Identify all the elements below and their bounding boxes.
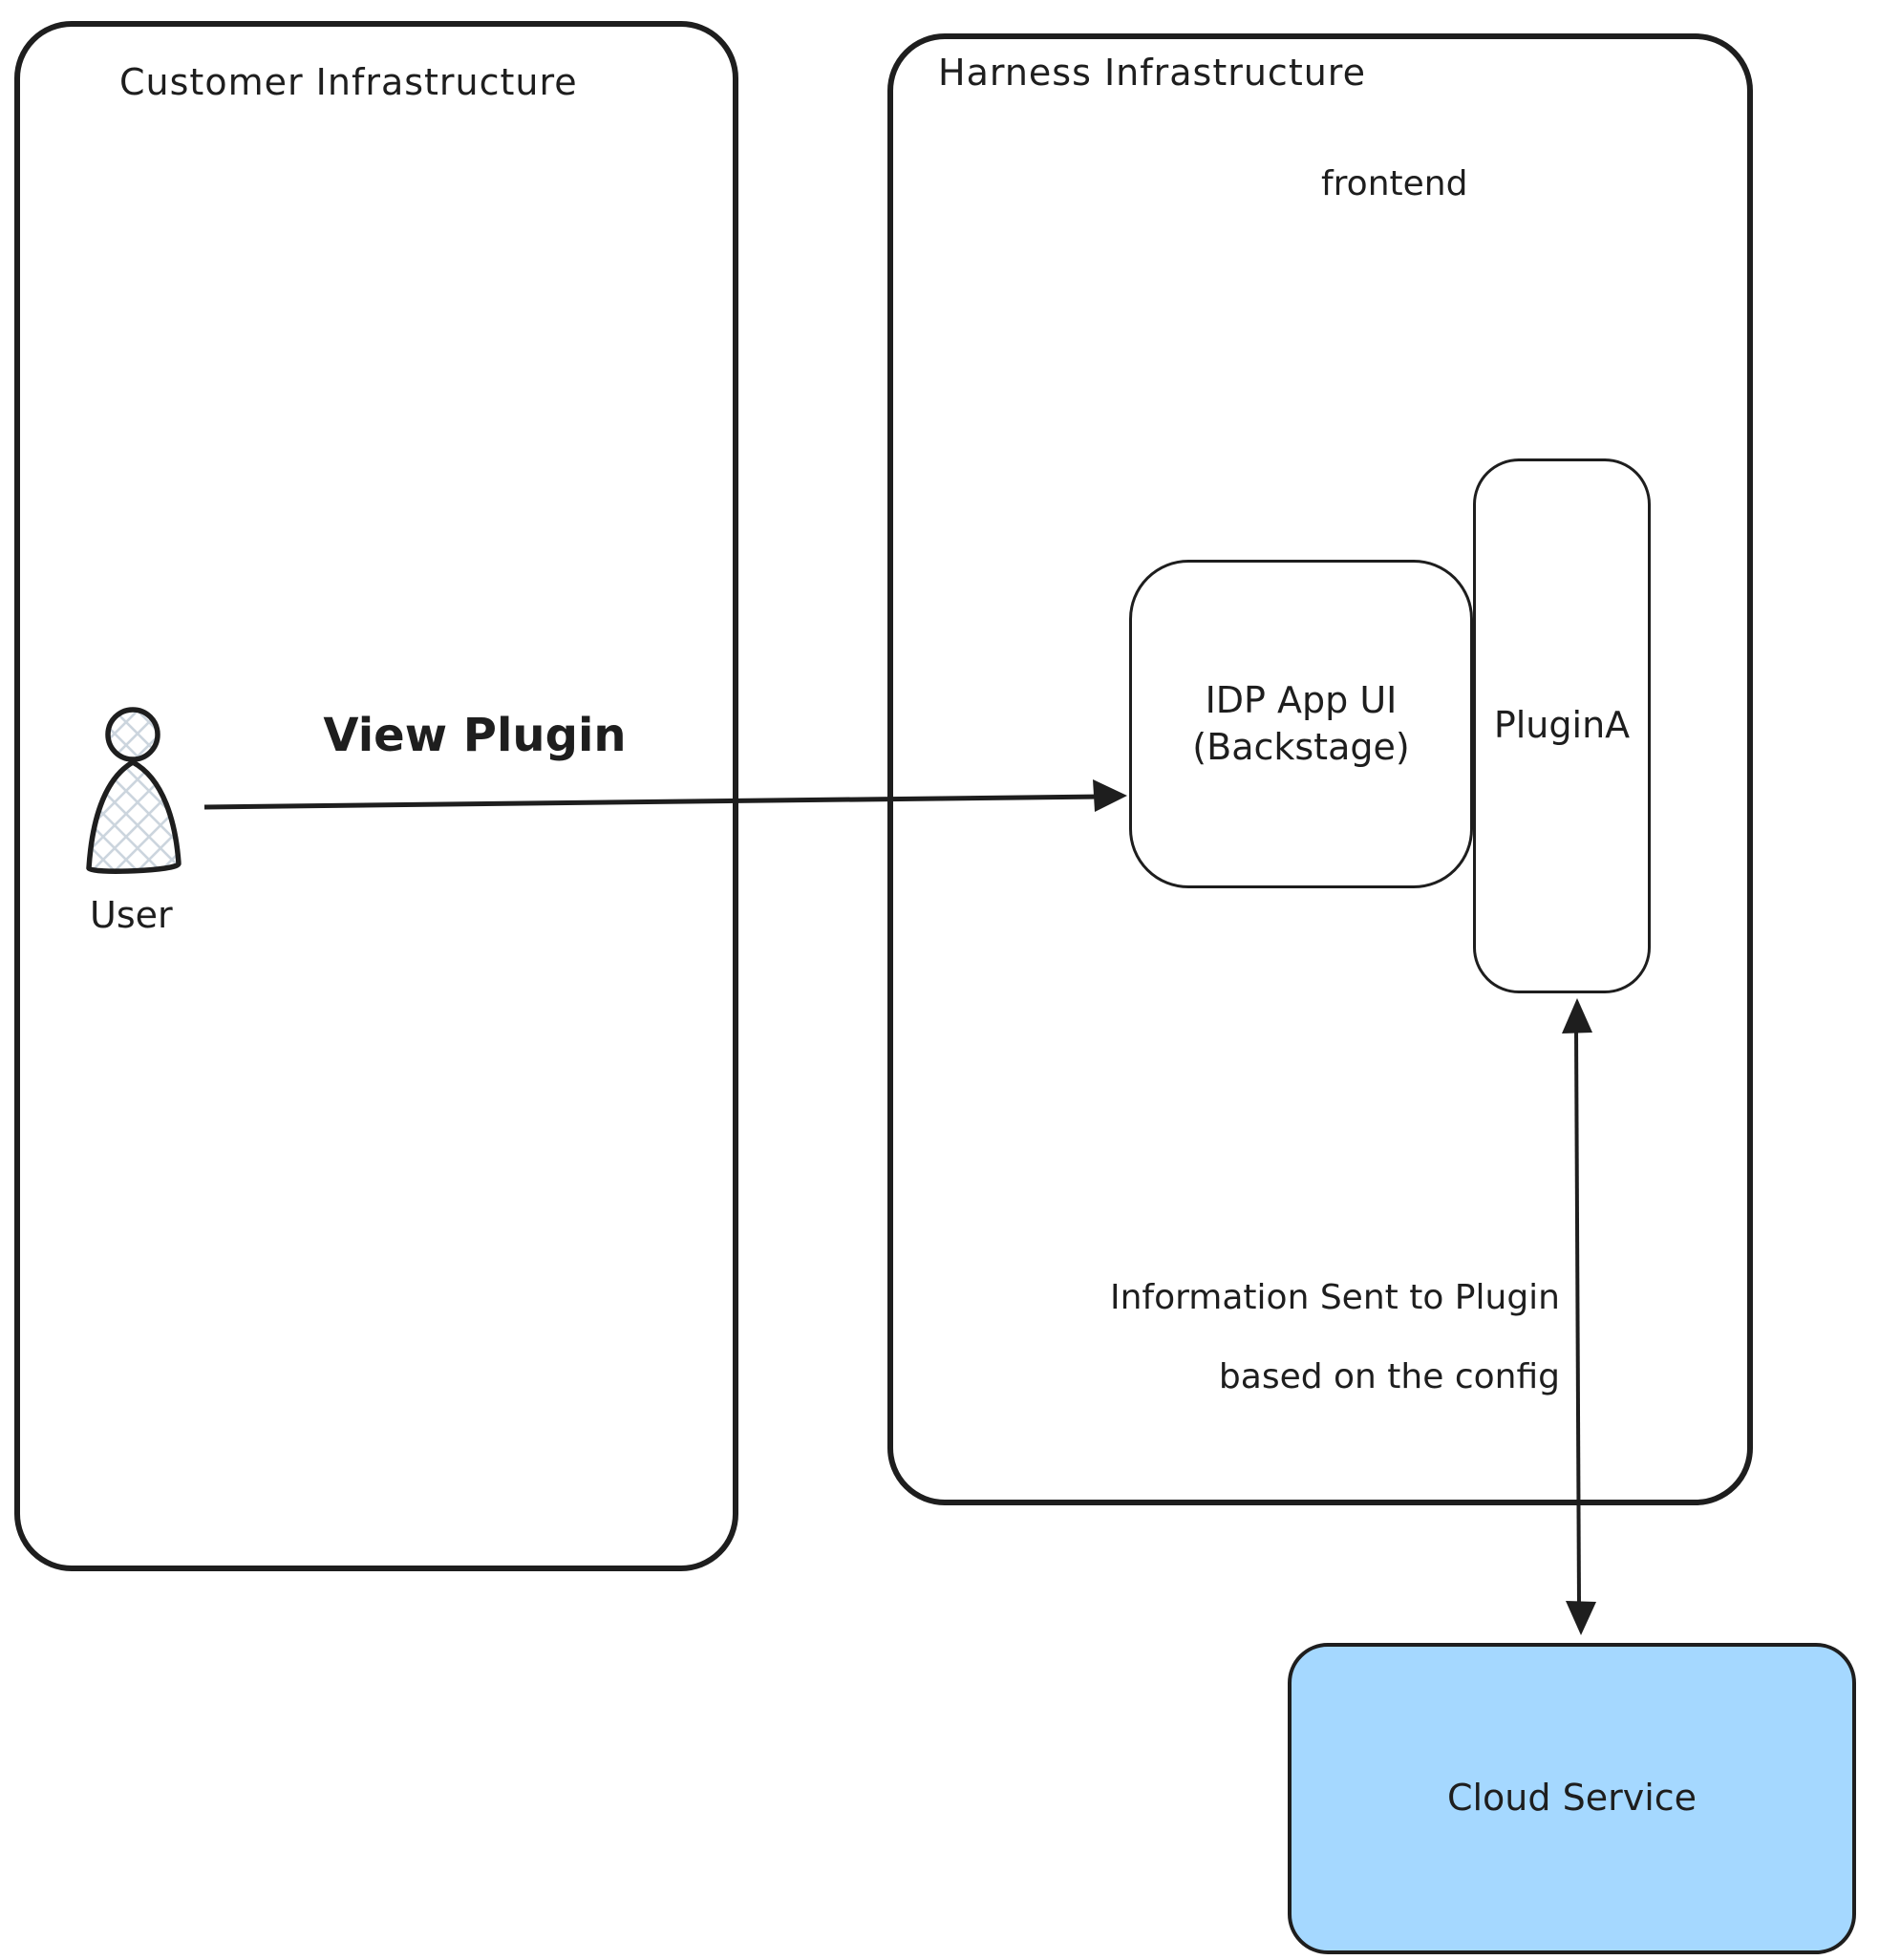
harness-infrastructure-box [887, 33, 1753, 1505]
cloud-service-label: Cloud Service [1446, 1777, 1698, 1820]
view-plugin-arrow-label: View Plugin [323, 709, 627, 762]
cloud-service-node: Cloud Service [1288, 1643, 1856, 1954]
frontend-label: frontend [1321, 164, 1468, 203]
harness-infrastructure-title: Harness Infrastructure [938, 52, 1366, 94]
idp-app-ui-label-line2: (Backstage) [1192, 726, 1410, 768]
customer-infrastructure-title: Customer Infrastructure [119, 61, 578, 103]
info-arrow-label-line1: Information Sent to Plugin [1110, 1278, 1560, 1317]
plugin-a-label: PluginA [1493, 704, 1631, 747]
info-arrow-label: Information Sent to Plugin based on the … [987, 1278, 1560, 1396]
info-arrow-label-line2: based on the config [1218, 1357, 1560, 1396]
idp-app-ui-node: IDP App UI (Backstage) [1129, 560, 1473, 888]
idp-app-ui-label: IDP App UI (Backstage) [1192, 677, 1409, 772]
idp-app-ui-label-line1: IDP App UI [1205, 678, 1398, 721]
user-label: User [90, 894, 173, 936]
plugin-a-node: PluginA [1473, 458, 1651, 993]
customer-infrastructure-box [14, 21, 738, 1571]
